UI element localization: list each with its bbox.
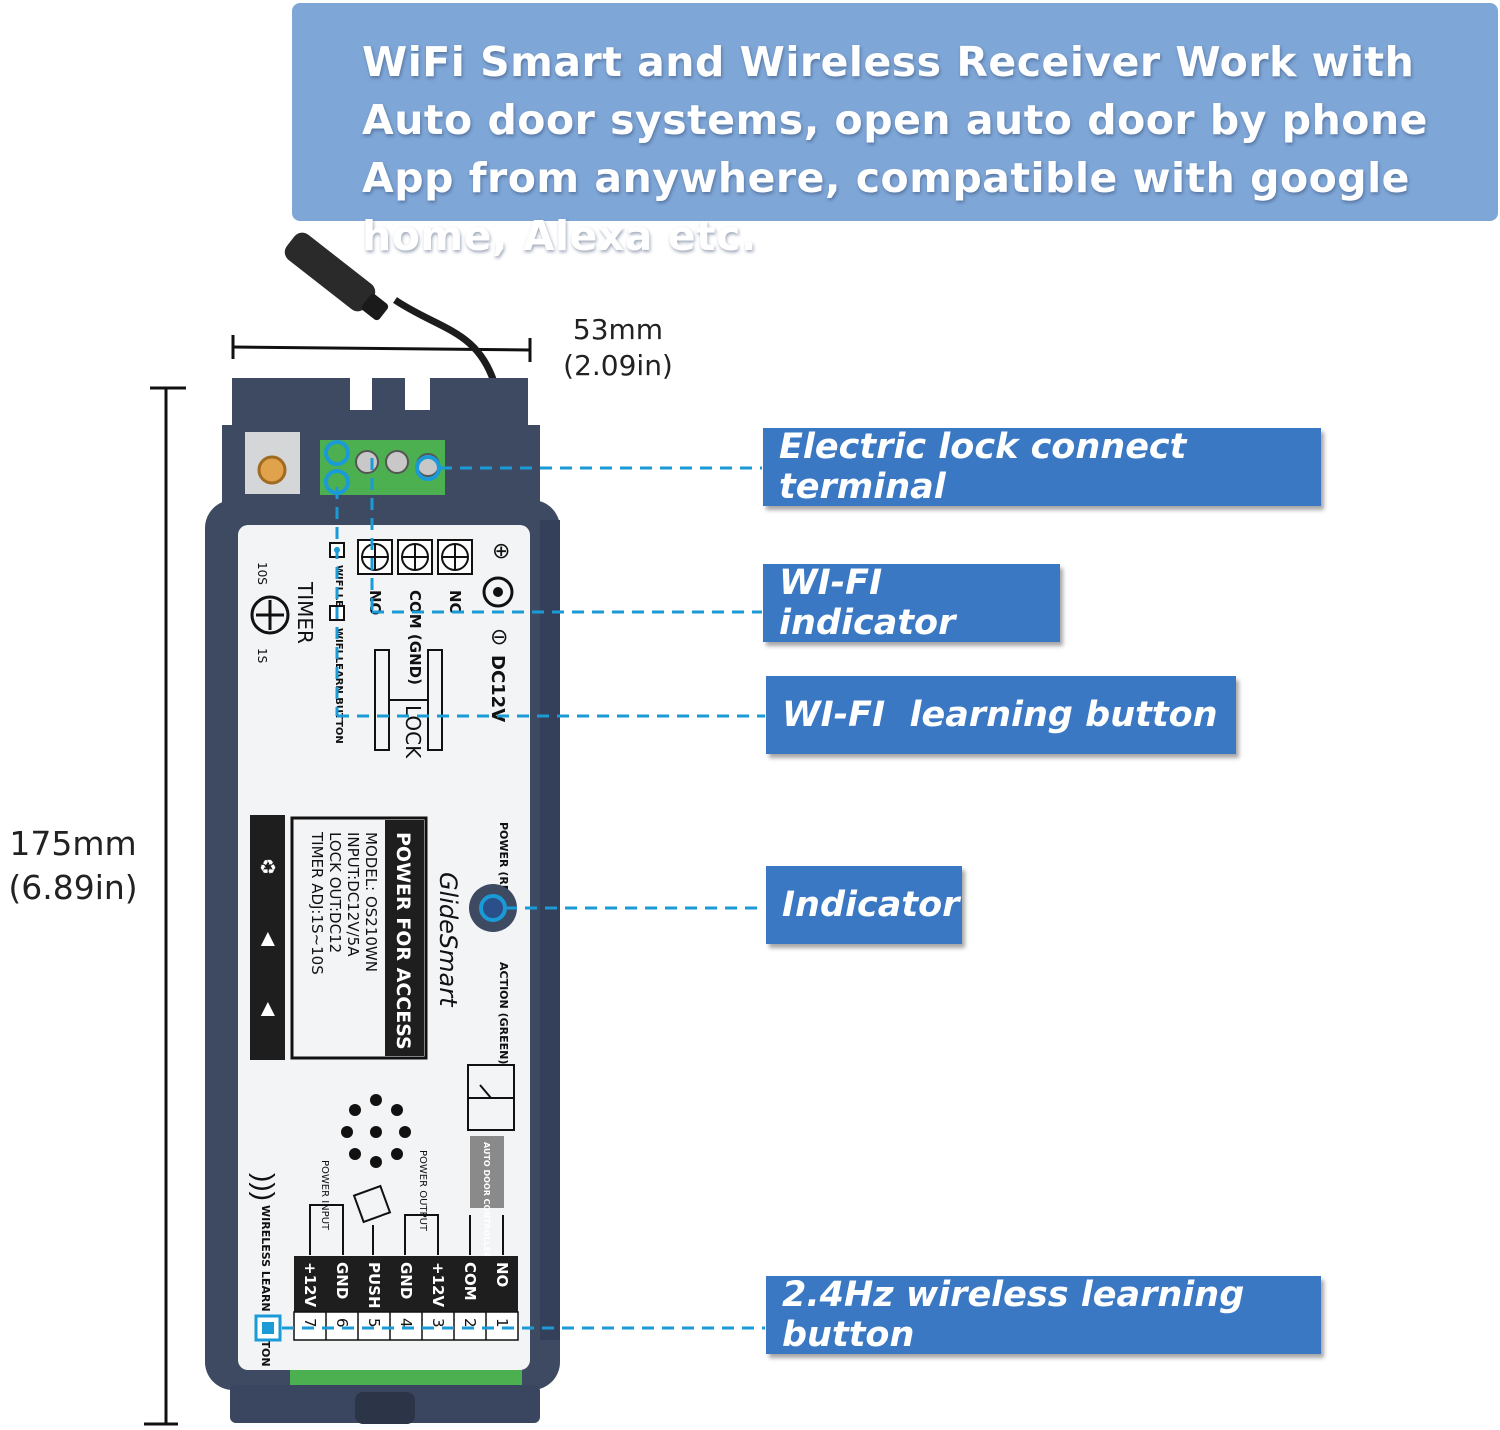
terminal-number: 5: [365, 1318, 383, 1328]
spec-box: [290, 816, 428, 1060]
timer-1s-label: 1S: [255, 648, 269, 663]
timer-10s-label: 10S: [255, 562, 269, 585]
terminal-label: +12V: [429, 1262, 447, 1307]
leader-lines: [282, 458, 765, 1330]
terminal-screw: [385, 450, 409, 474]
width-dimension-label: 53mm (2.09in): [548, 312, 688, 384]
power-output-label: POWER OUTPUT: [417, 1150, 428, 1232]
terminal-number-strip: [293, 1311, 519, 1341]
warning-icon: ▲: [256, 925, 280, 952]
timer-dial-icon: [250, 595, 290, 635]
buzzer-icon: [341, 1094, 411, 1168]
brand-logo: GlideSmart: [434, 872, 462, 1008]
terminal-label: GND: [333, 1262, 351, 1299]
label-panel: [238, 525, 530, 1370]
width-dimension-line: [231, 335, 532, 362]
bottom-terminal-labels: +12V 7 GND 6 PUSH 5 GND 4 +12V 3 COM 2 NO 1: [301, 1262, 511, 1340]
height-dimension-line: [144, 386, 186, 1426]
terminal-number: 3: [429, 1318, 447, 1328]
antenna-cable: [393, 297, 499, 387]
dc-minus-icon: ⊖: [490, 625, 508, 650]
push-button-symbol: [352, 1184, 392, 1224]
electric-warning-icon: ▲: [256, 995, 280, 1022]
terminal-number: 1: [493, 1318, 511, 1328]
terminal-label: +12V: [301, 1262, 319, 1307]
height-dimension-label: 175mm (6.89in): [0, 822, 146, 910]
power-input-label: POWER INPUT: [319, 1160, 330, 1231]
terminal-number: 2: [461, 1318, 479, 1328]
lock-terminal-label: NC: [446, 590, 464, 614]
callout-label: WI-FI learning button: [782, 695, 1218, 735]
lock-symbol: [374, 649, 443, 751]
height-in: (6.89in): [8, 868, 138, 907]
dc-jack-icon: [482, 576, 514, 608]
wireless-learn-button-label: WIRELESS LEARN BUTTON: [259, 1205, 272, 1367]
callout-label: Electric lock connect terminal: [779, 427, 1187, 507]
callout-wifi-learning-button: WI-FI learning button: [766, 676, 1236, 754]
spec-lock-out: LOCK OUT:DC12: [326, 832, 344, 953]
spec-title: POWER FOR ACCESS: [392, 832, 414, 1050]
dc-plus-icon: ⊕: [492, 539, 510, 564]
recycle-icon: ♻: [259, 857, 277, 879]
housing-bottom-slot: [355, 1392, 415, 1424]
terminal-number: 4: [397, 1318, 415, 1328]
callout-wireless-learning-button: 2.4Hz wireless learning button: [766, 1275, 1321, 1355]
spec-input: INPUT:DC12V/5A: [344, 832, 362, 957]
terminal-screw: [355, 450, 379, 474]
safety-icon-strip: [250, 815, 285, 1060]
housing-side-ridge: [540, 520, 560, 1340]
callout-label: Indicator: [782, 885, 960, 925]
lock-terminal-label: COM (GND): [406, 590, 424, 685]
wifi-learn-button-label: WIFI LEARN BUTTON: [333, 628, 344, 744]
callout-label: WI-FI indicator: [779, 563, 956, 643]
terminal-label: NO: [493, 1262, 511, 1287]
antenna-connector: [284, 232, 389, 321]
terminal-number: 7: [301, 1318, 319, 1328]
height-mm: 175mm: [9, 824, 137, 863]
terminal-wiring-arrows: [309, 1204, 504, 1255]
callout-wifi-indicator: WI-FI indicator: [763, 563, 1060, 643]
callout-indicator: Indicator: [766, 866, 962, 944]
terminal-label: PUSH: [365, 1262, 383, 1309]
callout-label: 2.4Hz wireless learning button: [782, 1275, 1245, 1355]
wireless-signal-icon: ))): [249, 1173, 280, 1201]
terminal-label-strip: [294, 1256, 518, 1312]
timer-knob: [257, 455, 287, 485]
width-in: (2.09in): [563, 349, 673, 382]
banner-text: WiFi Smart and Wireless Receiver Work wi…: [362, 38, 1428, 260]
callout-electric-lock-terminal: Electric lock connect terminal: [763, 427, 1321, 507]
auto-door-controller-box: [470, 1136, 504, 1208]
terminal-label: COM: [461, 1262, 479, 1301]
action-green-label: ACTION (GREEN): [497, 962, 510, 1064]
spec-title-bar: [385, 820, 424, 1056]
terminal-number: 6: [333, 1318, 351, 1328]
lock-label: LOCK: [401, 705, 425, 759]
width-mm: 53mm: [572, 313, 664, 346]
auto-door-controller-label: AUTO DOOR CONTROLLER: [482, 1142, 491, 1258]
dc12v-label: DC12V: [487, 655, 508, 722]
terminal-label: GND: [397, 1262, 415, 1299]
timer-label: TIMER: [293, 581, 317, 644]
lock-terminal-screws: [357, 539, 473, 575]
leader-circles: [324, 440, 507, 922]
title-banner: WiFi Smart and Wireless Receiver Work wi…: [292, 3, 1498, 260]
spec-timer-adj: TIMER ADJ:1S~10S: [308, 831, 326, 975]
spec-model: MODEL: OS210WN: [362, 832, 380, 972]
